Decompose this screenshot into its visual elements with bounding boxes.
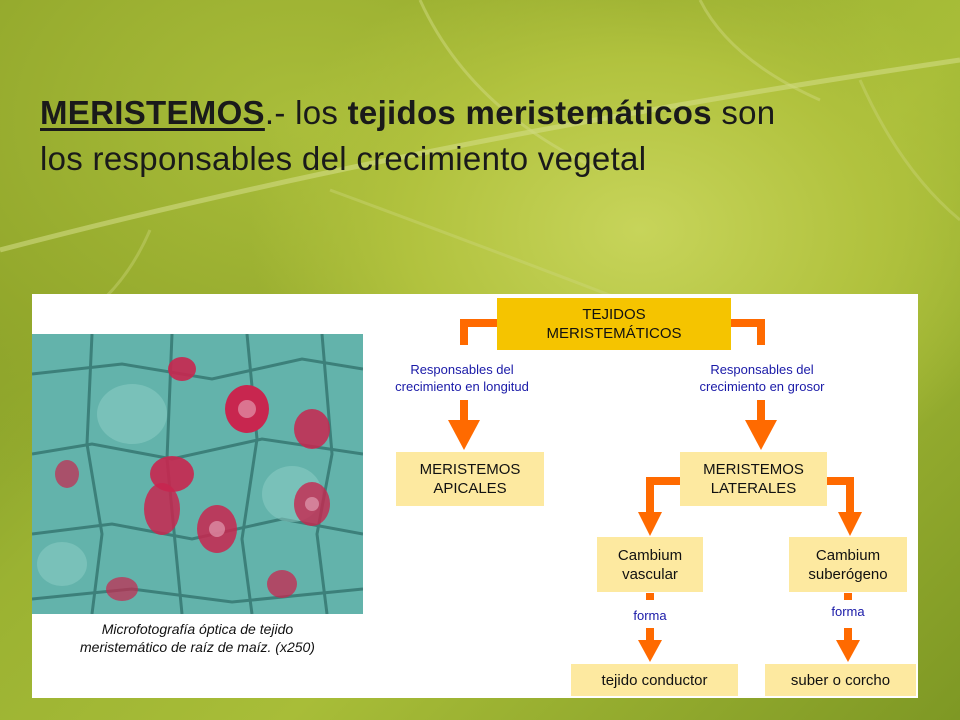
apicales-line-2: APICALES [433, 480, 507, 497]
vascular-line-1: Cambium [617, 546, 683, 564]
conductor-text: tejido conductor [601, 671, 708, 689]
suberogeno-line-1: Cambium [815, 546, 881, 564]
arrow-laterales-right [827, 477, 854, 512]
label-grosor: Responsables del crecimiento en grosor [672, 361, 852, 395]
arrowhead-corcho [836, 640, 860, 662]
box-meristemos-laterales: MERISTEMOS LATERALES [680, 452, 827, 506]
micrograph-caption: Microfotografía óptica de tejido meriste… [32, 620, 363, 656]
box-tejidos-meristematicos: TEJIDOS MERISTEMÁTICOS [497, 298, 731, 350]
label-grosor-line-1: Responsables del [710, 362, 814, 377]
laterales-line-2: LATERALES [710, 480, 797, 497]
label-longitud-line-2: crecimiento en longitud [395, 379, 529, 394]
suberogeno-line-2: suberógeno [808, 565, 888, 583]
arrowhead-right [745, 420, 777, 450]
box-top-line-1: TEJIDOS [582, 306, 646, 323]
label-longitud-line-1: Responsables del [410, 362, 514, 377]
arrowhead-vascular [638, 512, 662, 536]
title-bold-term: tejidos meristemáticos [347, 94, 712, 131]
arrow-top-left-bracket [460, 319, 498, 345]
caption-line-1: Microfotografía óptica de tejido [101, 621, 294, 637]
title-rest: son [711, 94, 776, 131]
title-heading: MERISTEMOS [40, 94, 265, 131]
arrowhead-suberogeno [838, 512, 862, 536]
slide-title: MERISTEMOS.- los tejidos meristemáticos … [40, 90, 920, 182]
title-dash: .- los [264, 94, 348, 131]
arrowhead-left [448, 420, 480, 450]
box-tejido-conductor: tejido conductor [571, 664, 738, 696]
caption-line-2: meristemático de raíz de maíz. (x250) [80, 639, 315, 655]
micrograph-image [32, 334, 363, 614]
label-forma-right: forma [831, 604, 865, 619]
label-grosor-line-2: crecimiento en grosor [699, 379, 825, 394]
title-line-2: los responsables del crecimiento vegetal [40, 140, 647, 177]
label-longitud: Responsables del crecimiento en longitud [372, 361, 552, 395]
corcho-text: suber o corcho [790, 671, 891, 689]
box-top-line-2: MERISTEMÁTICOS [546, 325, 682, 342]
arrowhead-conductor [638, 640, 662, 662]
apicales-line-1: MERISTEMOS [419, 461, 521, 478]
arrow-top-right-bracket [731, 319, 765, 345]
arrow-laterales-left [646, 477, 680, 512]
vascular-line-2: vascular [622, 565, 678, 583]
laterales-line-1: MERISTEMOS [703, 461, 804, 478]
label-forma-left: forma [633, 608, 667, 623]
box-meristemos-apicales: MERISTEMOS APICALES [396, 452, 544, 506]
box-suber-corcho: suber o corcho [765, 664, 916, 696]
